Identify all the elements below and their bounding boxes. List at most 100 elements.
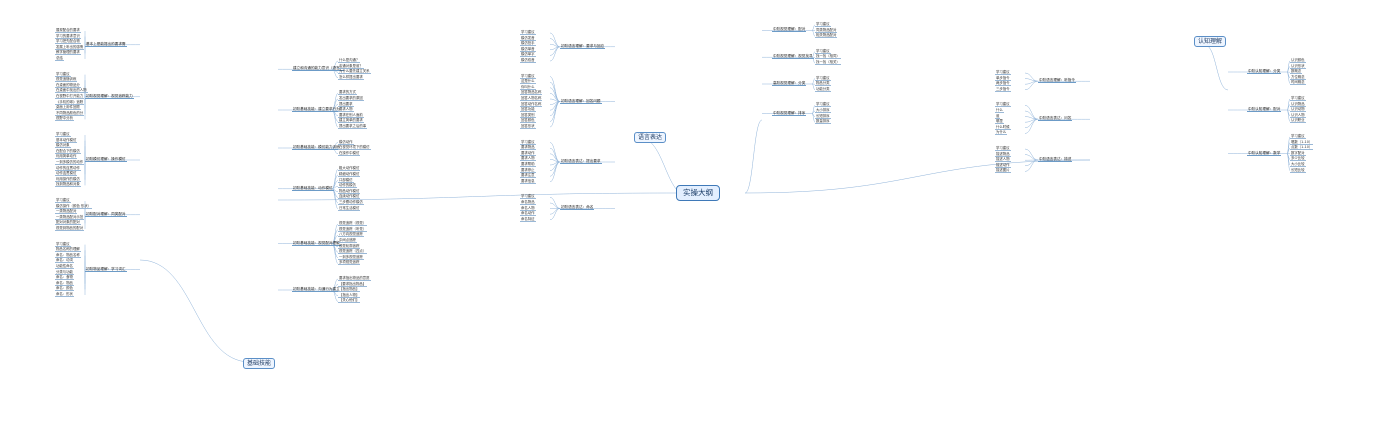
- leaf-node[interactable]: 要求停止: [520, 167, 536, 173]
- leaf-node[interactable]: 一到多模仿的动作: [55, 160, 85, 165]
- branch-node[interactable]: 中阶语言表达：描述: [1038, 157, 1073, 162]
- branch-node[interactable]: 初阶模仿理解：操作模仿: [85, 157, 127, 162]
- branch-node[interactable]: 初阶物品理解：学习词汇: [85, 266, 127, 272]
- branch-node[interactable]: 中阶视觉理解：排序: [772, 110, 807, 116]
- branch-node[interactable]: 基本上是能提出的要求需: [85, 41, 127, 47]
- leaf-node[interactable]: 什么是沟通？: [338, 58, 361, 63]
- leaf-node[interactable]: 命名：颜色: [55, 286, 74, 292]
- leaf-node[interactable]: 要求动作: [520, 150, 536, 156]
- leaf-node[interactable]: 在桌面的物品分: [55, 82, 81, 88]
- leaf-node[interactable]: 回答动作名称: [520, 101, 543, 107]
- leaf-node[interactable]: 分类与功能: [55, 269, 74, 275]
- leaf-node[interactable]: 认识人物: [1290, 112, 1306, 118]
- leaf-node[interactable]: 怎么样提出要求: [338, 74, 364, 80]
- leaf-node[interactable]: 回答形状: [520, 124, 536, 129]
- leaf-node[interactable]: 学习建议: [55, 198, 71, 203]
- leaf-node[interactable]: 视觉轮廓追踪: [338, 243, 361, 249]
- leaf-node[interactable]: 回答物品名称: [520, 90, 543, 96]
- leaf-node[interactable]: 动作的连贯动作: [55, 165, 81, 171]
- leaf-node[interactable]: 视觉追踪（四点）: [338, 249, 368, 255]
- branch-node[interactable]: 初阶视觉理解：视觉追踪能力: [85, 93, 134, 99]
- leaf-node[interactable]: 认识职业: [1290, 118, 1306, 124]
- leaf-node[interactable]: 描述动作: [995, 162, 1011, 168]
- leaf-node[interactable]: 粗大动作模仿: [338, 166, 361, 172]
- leaf-node[interactable]: 三步指令: [995, 86, 1011, 92]
- leaf-node[interactable]: 模仿操作（颜色 形状）: [55, 203, 92, 209]
- leaf-node[interactable]: 中间点追踪: [338, 238, 357, 243]
- leaf-node[interactable]: 数量排序: [815, 119, 831, 125]
- leaf-node[interactable]: 日常生活模仿: [338, 205, 361, 211]
- leaf-node[interactable]: 描述人物: [995, 157, 1011, 163]
- leaf-node[interactable]: 提出要求: [338, 101, 354, 107]
- branch-node[interactable]: 初阶语言表达：提出要求: [560, 159, 602, 164]
- leaf-node[interactable]: 大小排序: [815, 108, 831, 113]
- topic-cognition[interactable]: 认知理解: [1194, 36, 1227, 47]
- topic-basic[interactable]: 基础技能: [243, 358, 276, 369]
- leaf-node[interactable]: 要求指出物品的意愿: [338, 276, 371, 281]
- branch-node[interactable]: 中阶认知理解：分类: [1247, 69, 1282, 74]
- leaf-node[interactable]: 连续动作模仿: [338, 194, 361, 200]
- leaf-node[interactable]: 长短比较: [1290, 167, 1306, 173]
- branch-node[interactable]: 初阶语言理解：要求与回应: [560, 43, 606, 49]
- branch-node[interactable]: 高阶视觉理解：分类: [772, 81, 807, 86]
- leaf-node[interactable]: 同类物品配对: [815, 27, 838, 33]
- leaf-node[interactable]: 学习建议: [995, 146, 1011, 151]
- leaf-node[interactable]: 基本动作模仿: [55, 137, 78, 143]
- leaf-node[interactable]: 回答类别: [520, 112, 536, 118]
- leaf-node[interactable]: 模仿动作: [338, 139, 354, 145]
- leaf-node[interactable]: 【要求指出物品】: [338, 281, 368, 287]
- leaf-node[interactable]: 学习建议: [520, 194, 536, 200]
- branch-node[interactable]: 中阶认知理解：配对: [1247, 107, 1282, 112]
- leaf-node[interactable]: 认识物品: [1290, 101, 1306, 107]
- leaf-node[interactable]: 展现配合的要求: [55, 28, 81, 33]
- leaf-node[interactable]: 方位概念: [1290, 74, 1306, 80]
- leaf-node[interactable]: 哪里: [995, 119, 1004, 125]
- branch-node[interactable]: 中阶语言理解：听指令: [1038, 78, 1076, 84]
- leaf-node[interactable]: 【指出物品】: [338, 287, 361, 293]
- leaf-node[interactable]: 功能性命名: [55, 264, 74, 269]
- leaf-node[interactable]: 学习建议: [55, 241, 71, 247]
- leaf-node[interactable]: 数字配对: [1290, 150, 1306, 156]
- leaf-node[interactable]: 动作连贯模仿: [55, 171, 78, 177]
- leaf-node[interactable]: 回答功能: [520, 107, 536, 113]
- leaf-node[interactable]: 你叫什么: [520, 84, 536, 90]
- leaf-node[interactable]: 口部模仿: [338, 177, 354, 183]
- leaf-node[interactable]: 视野中分析: [55, 116, 74, 122]
- leaf-node[interactable]: 不同物品颜色的分: [55, 110, 85, 116]
- branch-node[interactable]: 初阶基础技能：模仿能力训练: [292, 145, 341, 150]
- leaf-node[interactable]: 功能分类: [815, 86, 831, 92]
- leaf-node[interactable]: 动作的模仿: [338, 183, 357, 189]
- leaf-node[interactable]: 【指出人物】: [338, 292, 361, 298]
- leaf-node[interactable]: 学习的要求意识: [55, 33, 81, 39]
- leaf-node[interactable]: 精细动作模仿: [338, 172, 361, 177]
- leaf-node[interactable]: 找一找（相同）: [815, 54, 841, 60]
- leaf-node[interactable]: 发出要求的原因: [338, 96, 364, 101]
- topic-language[interactable]: 语言表达: [634, 132, 667, 143]
- leaf-node[interactable]: 命名：形状: [55, 292, 74, 297]
- leaf-node[interactable]: 要求人物: [520, 156, 536, 162]
- leaf-node[interactable]: 模仿单音: [520, 46, 536, 52]
- leaf-node[interactable]: 物品名称的理解: [55, 247, 81, 253]
- leaf-node[interactable]: 学习建议: [815, 75, 831, 81]
- leaf-node[interactable]: 学习建议: [1290, 134, 1306, 139]
- central-topic[interactable]: 实操大纲: [676, 185, 720, 201]
- branch-node[interactable]: 初阶语言表达：命名: [560, 205, 595, 211]
- leaf-node[interactable]: 在桌面中找出的人物: [55, 88, 88, 94]
- leaf-node[interactable]: 回答人物名称: [520, 96, 543, 101]
- leaf-node[interactable]: 命名物品: [520, 200, 536, 205]
- leaf-node[interactable]: 学习把先配合物: [55, 39, 81, 45]
- leaf-node[interactable]: 为什么: [995, 130, 1008, 136]
- leaf-node[interactable]: 学习建议: [520, 30, 536, 35]
- leaf-node[interactable]: 多少比较: [1290, 156, 1306, 162]
- leaf-node[interactable]: 单步指令: [995, 75, 1011, 81]
- branch-node[interactable]: 建立和沟通的能力意识（语言）: [292, 66, 345, 72]
- leaf-node[interactable]: 视觉追踪（视觉）: [338, 221, 368, 227]
- leaf-node[interactable]: 要求物品: [520, 145, 536, 151]
- branch-node[interactable]: 中阶视觉理解：视觉找寻: [772, 54, 814, 60]
- branch-node[interactable]: 中阶认知理解：数学: [1247, 150, 1282, 156]
- leaf-node[interactable]: 命名：物品名称: [55, 252, 81, 258]
- leaf-node[interactable]: 学习建议: [1290, 96, 1306, 101]
- leaf-node[interactable]: 长短排序: [815, 113, 831, 119]
- leaf-node[interactable]: 时间概念: [1290, 80, 1306, 86]
